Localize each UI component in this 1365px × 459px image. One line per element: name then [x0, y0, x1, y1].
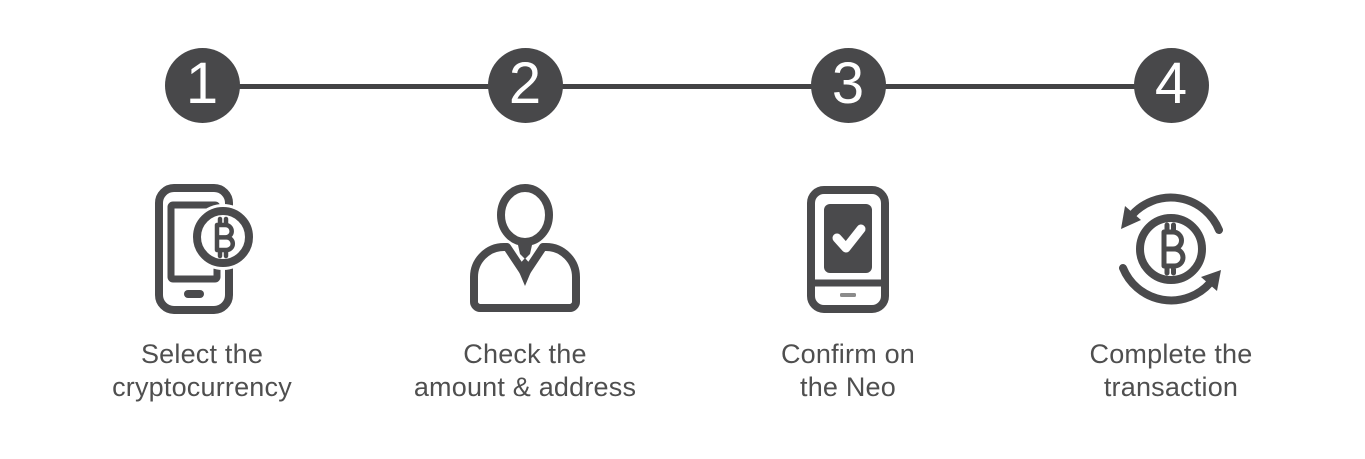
step-4-label-line-1: Complete the [1089, 339, 1253, 369]
step-3-label-line-1: Confirm on [780, 339, 916, 369]
step-2-column: 2 Check the amount & address [363, 0, 687, 459]
step-4-column: 4 Complete the transaction [1009, 0, 1333, 459]
step-3-column: 3 Confirm on the Neo [686, 0, 1010, 459]
step-1-number: 1 [185, 50, 219, 116]
step-4-label: Complete the transaction [1090, 338, 1253, 404]
step-3-label: Confirm on the Neo [781, 338, 915, 404]
step-3-label-line-2: the Neo [800, 372, 896, 402]
step-1-number-circle: 1 [164, 48, 240, 123]
step-1-label-line-1: Select the [140, 339, 264, 369]
step-1-label: Select the cryptocurrency [112, 338, 292, 404]
smartphone-bitcoin-icon [137, 184, 267, 314]
step-2-label-line-1: Check the [463, 339, 587, 369]
person-icon [460, 184, 590, 314]
step-4-label-line-2: transaction [1103, 372, 1239, 402]
step-4-number: 4 [1154, 50, 1188, 116]
step-1-label-line-2: cryptocurrency [112, 372, 292, 402]
step-1-column: 1 Select the cryptocurrency [40, 0, 364, 459]
sync-bitcoin-icon [1106, 184, 1236, 314]
phone-brand-mark [840, 293, 856, 297]
step-2-number: 2 [508, 50, 542, 116]
step-2-label-line-2: amount & address [413, 372, 637, 402]
step-3-number-circle: 3 [810, 48, 886, 123]
step-4-number-circle: 4 [1133, 48, 1209, 123]
smartphone-check-icon [783, 184, 913, 314]
step-2-number-circle: 2 [487, 48, 563, 123]
connector-line [202, 84, 1170, 89]
step-2-label: Check the amount & address [414, 338, 636, 404]
step-3-number: 3 [831, 50, 865, 116]
